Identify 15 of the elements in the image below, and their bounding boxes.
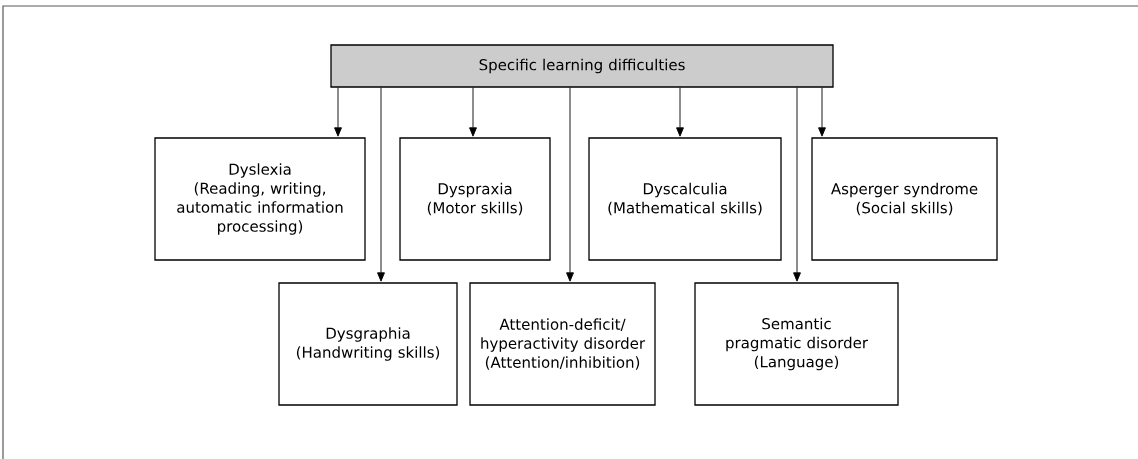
category-box: Attention-deficit/ hyperactivity disorder (Attention/inhibition): [469, 282, 656, 406]
arrow: [566, 87, 574, 282]
category-box: Asperger syndrome (Social skills): [811, 137, 998, 261]
arrow: [469, 87, 477, 137]
arrow: [377, 87, 385, 282]
arrow: [793, 87, 801, 282]
category-box: Dyslexia (Reading, writing, automatic information processing): [154, 137, 366, 261]
arrow: [818, 87, 826, 137]
category-box: Dysgraphia (Handwriting skills): [278, 282, 458, 406]
arrow: [334, 87, 342, 137]
title-box: Specific learning difficulties: [330, 44, 834, 88]
category-box: Semantic pragmatic disorder (Language): [694, 282, 899, 406]
category-box: Dyspraxia (Motor skills): [399, 137, 551, 261]
arrow: [676, 87, 684, 137]
category-box: Dyscalculia (Mathematical skills): [588, 137, 782, 261]
